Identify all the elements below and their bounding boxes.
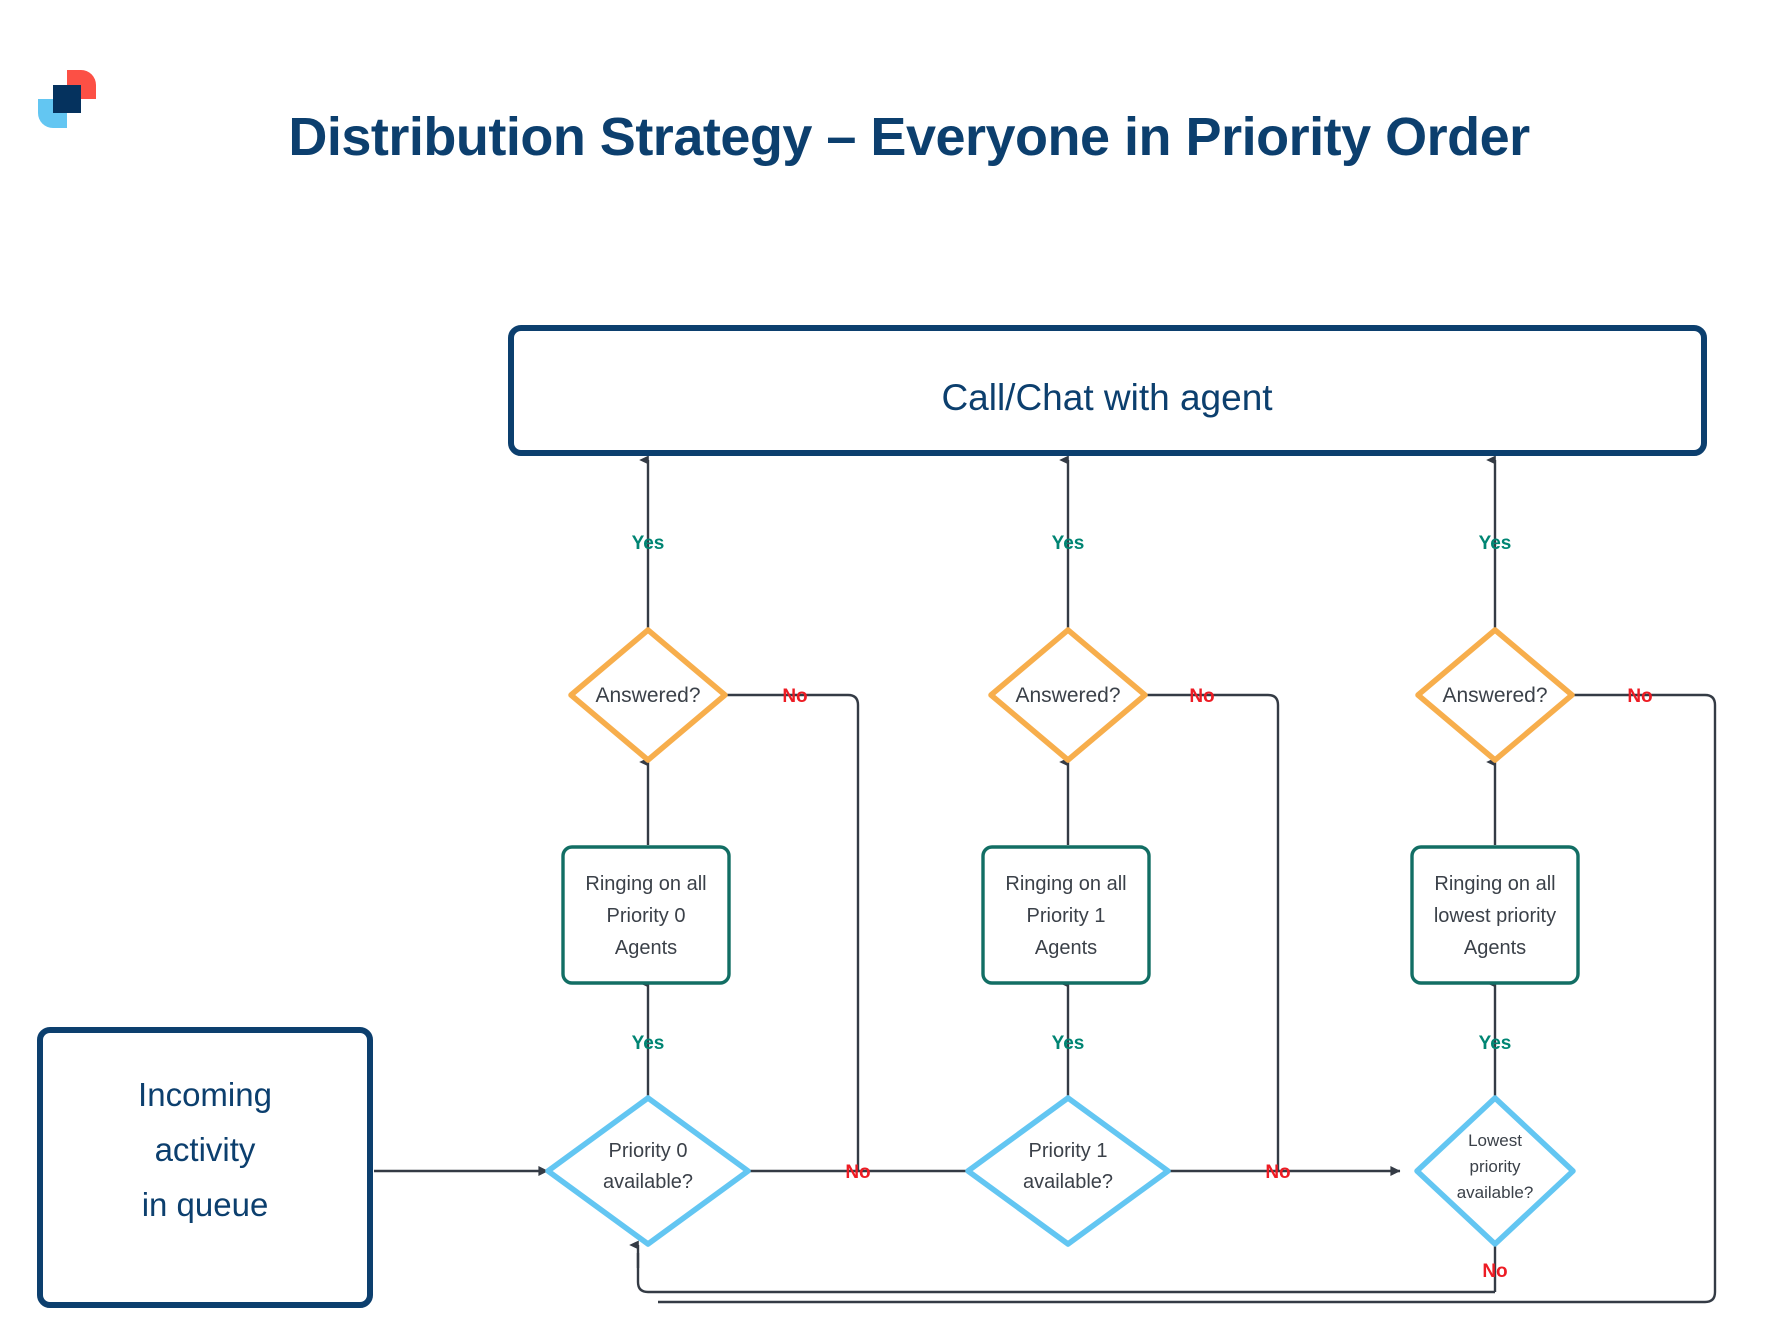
decision-answered-priority-0[interactable] bbox=[568, 627, 728, 763]
label-no-p1-answered: No bbox=[1189, 686, 1214, 707]
decision-priority-1-line2: available? bbox=[1023, 1171, 1113, 1193]
start-box-line1: Incoming bbox=[138, 1076, 272, 1113]
logo-navy-square bbox=[53, 85, 81, 113]
decision-priority-1-line1: Priority 1 bbox=[1029, 1140, 1108, 1162]
label-no-lowest-available: No bbox=[1482, 1261, 1507, 1282]
label-yes-lowest-to-ringing: Yes bbox=[1479, 1033, 1512, 1054]
label-yes-p1-to-ringing: Yes bbox=[1052, 1033, 1085, 1054]
label-yes-p0-to-terminal: Yes bbox=[632, 533, 665, 554]
connector-p0-answered-no bbox=[725, 693, 860, 1171]
brand-logo bbox=[38, 70, 96, 128]
decision-lowest-line2: priority bbox=[1469, 1157, 1521, 1176]
decision-lowest-priority-available[interactable] bbox=[1414, 1095, 1576, 1247]
start-box-line2: activity bbox=[155, 1131, 256, 1168]
process-ringing-p0-line3: Agents bbox=[615, 937, 677, 959]
process-ringing-lowest-priority[interactable] bbox=[1410, 845, 1580, 985]
decision-priority-1-available[interactable] bbox=[965, 1095, 1171, 1247]
process-ringing-p1-line2: Priority 1 bbox=[1027, 905, 1106, 927]
decision-answered-lowest-label: Answered? bbox=[1442, 684, 1547, 707]
connector-p1-answered-no bbox=[1145, 693, 1280, 1171]
connector-lowest-answered-no bbox=[658, 693, 1717, 1304]
label-no-lowest-answered: No bbox=[1627, 686, 1652, 707]
label-yes-p1-to-terminal: Yes bbox=[1052, 533, 1085, 554]
decision-priority-0-line1: Priority 0 bbox=[609, 1140, 688, 1162]
process-ringing-p0-line1: Ringing on all bbox=[585, 873, 706, 895]
label-no-p1-available: No bbox=[1265, 1162, 1290, 1183]
decision-answered-p1-label: Answered? bbox=[1015, 684, 1120, 707]
decision-lowest-line3: available? bbox=[1457, 1183, 1534, 1202]
process-ringing-lowest-line2: lowest priority bbox=[1434, 905, 1556, 927]
process-ringing-p1-line3: Agents bbox=[1035, 937, 1097, 959]
process-ringing-lowest-line3: Agents bbox=[1464, 937, 1526, 959]
decision-answered-priority-1[interactable] bbox=[988, 627, 1148, 763]
start-box-line3: in queue bbox=[142, 1186, 269, 1223]
decision-answered-lowest-priority[interactable] bbox=[1415, 627, 1575, 763]
process-ringing-lowest-line1: Ringing on all bbox=[1434, 873, 1555, 895]
terminal-box-label: Call/Chat with agent bbox=[941, 377, 1273, 418]
decision-priority-0-available[interactable] bbox=[545, 1095, 751, 1247]
process-ringing-p1-line1: Ringing on all bbox=[1005, 873, 1126, 895]
process-ringing-p0-line2: Priority 0 bbox=[607, 905, 686, 927]
label-no-p0-available: No bbox=[845, 1162, 870, 1183]
start-box[interactable] bbox=[37, 1027, 373, 1308]
decision-priority-0-line2: available? bbox=[603, 1171, 693, 1193]
process-ringing-priority-1[interactable] bbox=[981, 845, 1151, 985]
process-ringing-priority-0[interactable] bbox=[561, 845, 731, 985]
connector-bottom-return-rail bbox=[636, 1253, 1495, 1294]
terminal-box[interactable] bbox=[508, 325, 1707, 456]
decision-lowest-line1: Lowest bbox=[1468, 1131, 1522, 1150]
label-yes-p0-to-ringing: Yes bbox=[632, 1033, 665, 1054]
label-yes-lowest-to-terminal: Yes bbox=[1479, 533, 1512, 554]
page-title: Distribution Strategy – Everyone in Prio… bbox=[288, 107, 1530, 167]
decision-answered-p0-label: Answered? bbox=[595, 684, 700, 707]
label-no-p0-answered: No bbox=[782, 686, 807, 707]
